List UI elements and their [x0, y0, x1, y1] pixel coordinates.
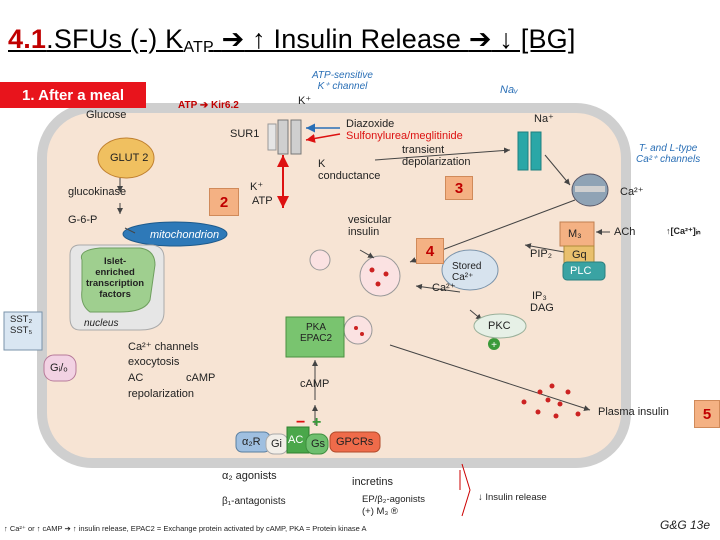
plus-sign: +	[312, 414, 322, 431]
pka-box	[285, 316, 345, 358]
ac-label-inner: AC	[128, 372, 144, 384]
mitochondrion-label: mitochondrion	[150, 229, 220, 241]
nucleus-label: nucleus	[84, 318, 119, 329]
footer-note: ↑ Ca²⁺ or ↑ cAMP ➔ ↑ insulin release, EP…	[4, 524, 367, 533]
insulin-release-label: ↓ Insulin release	[478, 492, 547, 503]
repolarization-label: repolarization	[128, 388, 195, 400]
beta-cell-diagram: +	[3, 103, 631, 517]
plasma-insulin-label: Plasma insulin	[598, 406, 669, 418]
sulfonylurea-label: Sulfonylurea/meglitinide	[346, 130, 463, 142]
a2-agonists-label: α₂ agonists	[222, 470, 277, 482]
pka-epac2-label: PKA EPAC2	[300, 322, 333, 344]
camp-inner-label: cAMP	[186, 372, 216, 384]
ac-label: AC	[288, 434, 304, 446]
k-conductance-label: K conductance	[318, 158, 381, 182]
g6p-label: G-6-P	[68, 214, 98, 226]
camp-label: cAMP	[300, 378, 330, 390]
glucose-label: Glucose	[86, 109, 127, 121]
plc-label: PLC	[570, 265, 592, 277]
atp-label: ATP	[252, 195, 273, 207]
source-credit: G&G 13e	[660, 518, 711, 532]
ca-in-label: ↑[Ca²⁺]ᵢₙ	[666, 226, 701, 236]
step-4-badge: 4	[416, 238, 444, 264]
glucokinase-label: glucokinase	[68, 186, 127, 198]
stored-ca-label: Stored Ca²⁺	[452, 261, 482, 283]
gs-protein	[305, 433, 329, 455]
m3-plus-label: (+) M₃ ®	[362, 506, 398, 517]
kplus-top-label: K⁺	[298, 95, 312, 107]
step-2-badge: 2	[209, 188, 239, 216]
plc-enzyme	[562, 261, 606, 281]
page-title: 4.1.SFUs (-) KATP ➔ ↑ Insulin Release ➔ …	[8, 24, 576, 56]
ep-agonists-label: EP/β₂-agonists	[362, 494, 426, 505]
islet-factors-label: Islet- enriched transcription factors	[86, 256, 145, 300]
stored-ca-er	[441, 249, 499, 291]
nav-channel	[517, 131, 542, 171]
glut2-transporter	[97, 137, 155, 179]
insulin-vesicle	[359, 255, 401, 297]
pip2-label: PIP₂	[530, 248, 552, 260]
minus-sign: −	[296, 414, 306, 431]
sst-receptor	[3, 311, 43, 351]
gi-label: Gi	[271, 438, 282, 450]
nav-channel-label: Naᵥ	[500, 84, 518, 96]
step-3-badge: 3	[445, 176, 473, 200]
katp-channel-label: ATP-sensitive K⁺ channel	[312, 70, 373, 92]
beta1-antagonists-label: β₁-antagonists	[222, 496, 286, 507]
sur1-label: SUR1	[230, 128, 260, 140]
incretins-label: incretins	[352, 476, 393, 488]
gq-label: Gq	[572, 249, 587, 261]
plasma-insulin-dots	[521, 383, 581, 419]
ca-channel	[571, 173, 609, 207]
gio-label: Gᵢ/ₒ	[50, 362, 68, 374]
ca-channels-inner-label: Ca²⁺ channels	[128, 341, 199, 353]
kplus-atp-label: K⁺	[250, 181, 264, 193]
after-meal-banner: 1. After a meal	[0, 82, 146, 108]
sst-receptor-label: SST₂ SST₅	[10, 314, 33, 336]
diazoxide-label: Diazoxide	[346, 118, 395, 130]
ca-channels-label: T- and L-type Ca²⁺ channels	[636, 143, 701, 165]
transient-depolarization-label: transient depolarization	[402, 144, 471, 168]
glut2-label: GLUT 2	[110, 152, 149, 164]
gs-label: Gs	[311, 438, 326, 450]
gpcr-receptor	[329, 431, 381, 453]
gpcrs-label: GPCRs	[336, 436, 374, 448]
dag-label: DAG	[530, 302, 554, 314]
ca2-vesicle-label: Ca²⁺	[432, 282, 456, 294]
exocytosis-label: exocytosis	[128, 356, 180, 368]
mitochondrion	[122, 221, 228, 247]
pkc-label: PKC	[488, 320, 511, 332]
katp-channel	[267, 119, 302, 155]
ip3-label: IP₃	[532, 290, 547, 302]
ca2-outside-label: Ca²⁺	[620, 186, 644, 198]
svg-text:+: +	[491, 340, 497, 351]
vesicular-insulin-label: vesicular insulin	[348, 214, 392, 238]
pkc-oval	[473, 313, 527, 339]
m3-label: M₃	[568, 228, 582, 240]
atp-kir-label: ATP ➔ Kir6.2	[178, 100, 239, 111]
a2r-label: α₂R	[242, 436, 261, 448]
na-plus-label: Na⁺	[534, 113, 554, 125]
step-5-badge: 5	[694, 400, 720, 428]
gio-protein	[43, 354, 77, 382]
ach-label: ACh	[614, 226, 636, 238]
